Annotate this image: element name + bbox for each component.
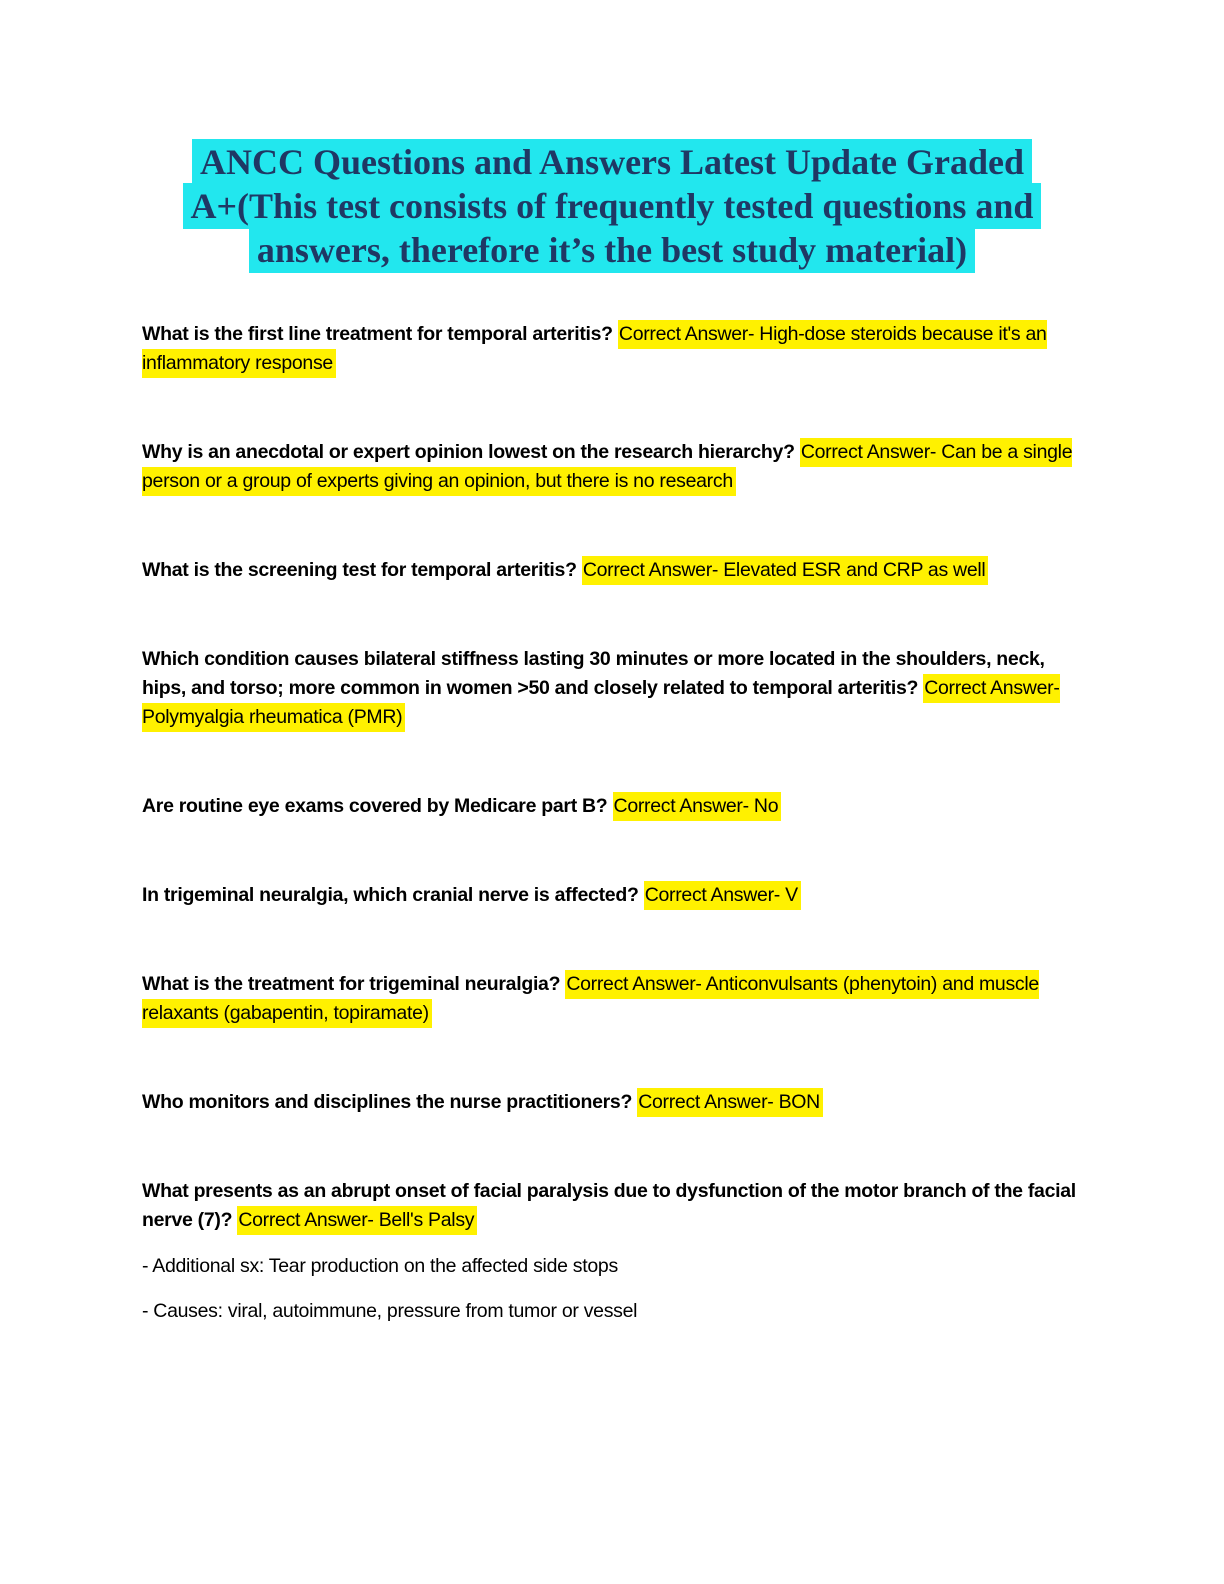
title-highlight: ANCC Questions and Answers Latest Update… bbox=[191, 139, 1033, 185]
qa-item: What presents as an abrupt onset of faci… bbox=[142, 1177, 1082, 1235]
qa-item: Which condition causes bilateral stiffne… bbox=[142, 645, 1082, 732]
qa-answer-highlight: Correct Answer- Bell's Palsy bbox=[237, 1206, 478, 1235]
qa-item: What is the treatment for trigeminal neu… bbox=[142, 970, 1082, 1028]
qa-question: Which condition causes bilateral stiffne… bbox=[142, 648, 1045, 699]
title-line: answers, therefore it’s the best study m… bbox=[142, 227, 1082, 273]
qa-item: Who monitors and disciplines the nurse p… bbox=[142, 1088, 1082, 1117]
qa-question: What is the treatment for trigeminal neu… bbox=[142, 973, 566, 995]
qa-answer-highlight: Correct Answer- BON bbox=[637, 1088, 823, 1117]
qa-item: What is the screening test for temporal … bbox=[142, 556, 1082, 585]
qa-item: In trigeminal neuralgia, which cranial n… bbox=[142, 881, 1082, 910]
qa-item: Why is an anecdotal or expert opinion lo… bbox=[142, 438, 1082, 496]
qa-item: Are routine eye exams covered by Medicar… bbox=[142, 792, 1082, 821]
qa-question: Who monitors and disciplines the nurse p… bbox=[142, 1091, 638, 1113]
qa-question: Why is an anecdotal or expert opinion lo… bbox=[142, 441, 800, 463]
qa-question: What is the screening test for temporal … bbox=[142, 559, 582, 581]
qa-question: In trigeminal neuralgia, which cranial n… bbox=[142, 884, 644, 906]
note-line: - Additional sx: Tear production on the … bbox=[142, 1255, 618, 1277]
title-highlight: A+(This test consists of frequently test… bbox=[182, 183, 1042, 229]
qa-question: What presents as an abrupt onset of faci… bbox=[142, 1180, 1076, 1231]
document-title: ANCC Questions and Answers Latest Update… bbox=[142, 139, 1082, 273]
note-line: - Causes: viral, autoimmune, pressure fr… bbox=[142, 1300, 638, 1322]
qa-question: What is the first line treatment for tem… bbox=[142, 323, 618, 345]
qa-item: What is the first line treatment for tem… bbox=[142, 320, 1082, 378]
title-line: A+(This test consists of frequently test… bbox=[142, 183, 1082, 229]
qa-answer-highlight: Correct Answer- V bbox=[643, 881, 801, 910]
qa-answer-highlight: Correct Answer- Elevated ESR and CRP as … bbox=[581, 556, 989, 585]
title-highlight: answers, therefore it’s the best study m… bbox=[248, 227, 976, 273]
title-line: ANCC Questions and Answers Latest Update… bbox=[142, 139, 1082, 185]
qa-question: Are routine eye exams covered by Medicar… bbox=[142, 795, 613, 817]
qa-answer-highlight: Correct Answer- No bbox=[612, 792, 782, 821]
